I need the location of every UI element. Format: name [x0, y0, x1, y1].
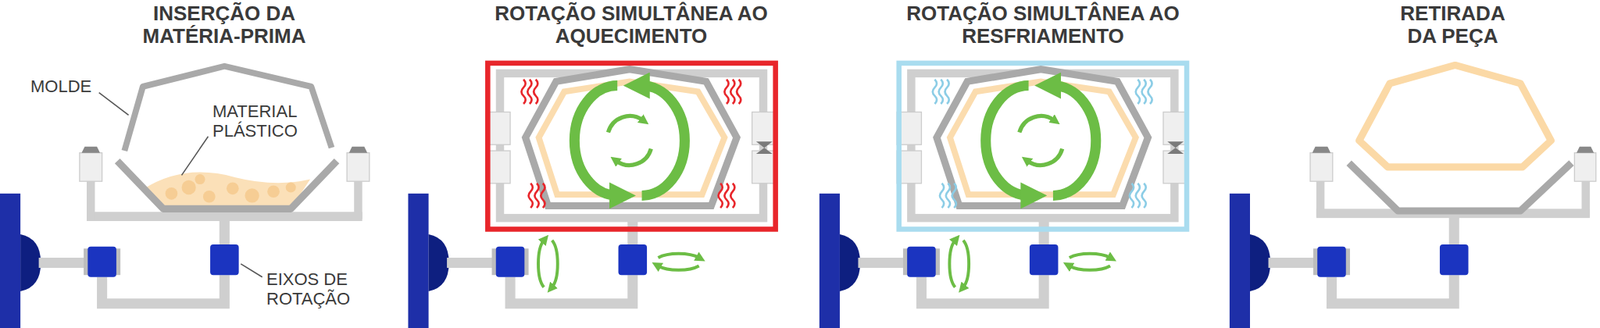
panel-title: ROTAÇÃO SIMULTÂNEA AO RESFRIAMENTO [903, 2, 1183, 48]
part-label: MOLDE [30, 77, 117, 97]
heating-oven [485, 63, 777, 288]
part-label: MATERIAL PLÁSTICO [212, 102, 322, 141]
panel-removal [1229, 64, 1597, 328]
part-label: EIXOS DE ROTAÇÃO [266, 270, 376, 309]
panel-title: INSERÇÃO DA MATÉRIA-PRIMA [107, 2, 342, 48]
cooling-chamber [896, 63, 1188, 288]
panel-title: RETIRADA DA PEÇA [1384, 2, 1522, 48]
panel-title: ROTAÇÃO SIMULTÂNEA AO AQUECIMENTO [492, 2, 771, 48]
